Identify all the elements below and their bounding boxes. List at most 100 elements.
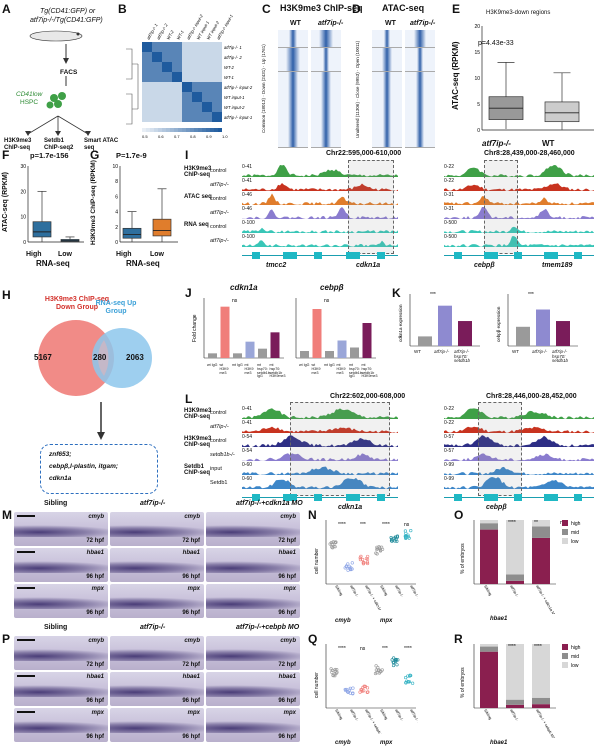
k-ylabel: cdkn1a expression	[398, 304, 403, 342]
panel-i-region1: Chr22:595,000-610,000	[326, 150, 402, 157]
panel-n-g1: cmyb	[335, 618, 351, 624]
track-scale-2: 0-22	[444, 164, 455, 170]
heatmap-row-label: WT-2	[224, 65, 235, 70]
scatter-sig: ****	[382, 522, 390, 528]
scatter-point	[351, 686, 355, 690]
panel-c-col-1: WT	[290, 20, 301, 27]
track-signal	[242, 183, 398, 191]
stain-region	[110, 684, 204, 698]
panel-a-line1: Tg(CD41:GFP) or	[40, 8, 96, 15]
scatter-point	[361, 562, 366, 566]
heatmap-cell	[212, 62, 222, 72]
stack-segment	[532, 697, 550, 705]
panel-l-label: L	[185, 392, 193, 406]
k-bar	[418, 336, 432, 346]
stack-ylabel: % of embryos	[460, 667, 466, 698]
track-signal	[444, 236, 594, 247]
heatmap-band	[405, 48, 435, 72]
heatmap-cell	[162, 42, 172, 52]
scatter-point	[390, 539, 394, 543]
heatmap-row-label: atf7ip-/- 1	[224, 45, 242, 50]
panel-e-ylabel: ATAC-seq (RPKM)	[451, 41, 460, 110]
scatter-tick: atf7ip-/-	[394, 709, 404, 723]
scatter-point	[329, 541, 333, 545]
exon	[484, 252, 498, 259]
venn-left-count: 5167	[34, 353, 52, 362]
heatmap-column	[372, 30, 402, 148]
stage-label: 96 hpf	[86, 698, 104, 704]
heatmap-cell	[142, 62, 152, 72]
legend-label: high	[571, 521, 581, 527]
panel-q-g1: cmyb	[335, 740, 351, 746]
k-bar	[536, 309, 550, 346]
panel-d-title: ATAC-seq	[382, 3, 425, 13]
scatter-point	[404, 536, 408, 540]
scatter-sig: ****	[404, 646, 412, 652]
heatmap-cell	[152, 102, 162, 112]
heatmap-cell	[152, 72, 162, 82]
scatter-tick: Sibling	[379, 585, 388, 597]
track-scale-2: 0-22	[444, 420, 455, 426]
gene-list-2: cebpβ,l-plastin, itgam;	[49, 463, 119, 470]
j-bar	[362, 323, 372, 358]
panel-h-label: H	[2, 288, 11, 302]
heatmap-row-label: atf7ip-/- input-1	[224, 115, 252, 120]
heatmap-cell	[162, 112, 172, 122]
heatmap-cell	[182, 102, 192, 112]
scatter-point	[345, 690, 349, 694]
stack-ylabel: % of embryos	[460, 543, 466, 574]
signal-stripe	[289, 30, 297, 47]
heatmap-band	[372, 48, 402, 72]
exon	[544, 494, 558, 501]
track-row-label: atf7ip-/-	[210, 182, 229, 188]
scatter-point	[365, 560, 370, 564]
stack-segment	[480, 523, 498, 530]
heatmap-cell	[152, 82, 162, 92]
track-scale-1: 0-46	[242, 192, 253, 198]
scatter-sig: ****	[338, 522, 346, 528]
panel-e-label: E	[452, 2, 461, 16]
scatter-point	[335, 670, 339, 674]
scatter-point	[395, 663, 399, 667]
k-ylabel: cebpβ expression	[496, 306, 501, 342]
track-signal	[242, 466, 398, 475]
stage-label: 72 hpf	[278, 662, 296, 668]
heatmap-cell	[182, 92, 192, 102]
j-bar	[300, 351, 309, 358]
exon	[376, 252, 385, 259]
stage-label: 72 hpf	[86, 662, 104, 668]
scatter-point	[361, 560, 365, 565]
heatmap-column	[311, 30, 341, 148]
panel-q-g2: mpx	[380, 740, 393, 746]
track-signal	[242, 193, 398, 205]
scatter-point	[348, 686, 352, 690]
grid-column-title: atf7ip-/-+cdkn1a MO	[236, 500, 303, 507]
bar-chart-k: cdkn1a expression***cebpβ expression***	[398, 292, 578, 347]
scatter-point	[391, 660, 395, 664]
panel-j-label: J	[185, 286, 192, 300]
track-group-label: Setdb1 ChIP-seq	[184, 464, 211, 476]
y-tick: 8	[115, 179, 118, 185]
panel-c-label: C	[262, 2, 271, 16]
heatmap-cell	[142, 52, 152, 62]
k-bar-label: atf7ip-/- hsp70: setdb1b	[454, 349, 471, 364]
track-row-label: control	[210, 410, 227, 416]
heatmap-cell	[192, 112, 202, 122]
j-bar-label: mt hsp70: setdb1b H3K9me3	[361, 363, 378, 379]
colorbar-tick: 0.6	[158, 134, 164, 139]
heatmap-cell	[192, 62, 202, 72]
venn-right-title: RNA-seq Up Group	[95, 300, 137, 315]
j-bar-label: mt IgG	[324, 363, 335, 367]
heatmap-cell	[212, 72, 222, 82]
stain-region	[110, 560, 204, 574]
panel-o-xlabel: hbae1	[490, 616, 508, 622]
scatter-point	[363, 684, 367, 688]
scatter-point	[404, 531, 408, 536]
